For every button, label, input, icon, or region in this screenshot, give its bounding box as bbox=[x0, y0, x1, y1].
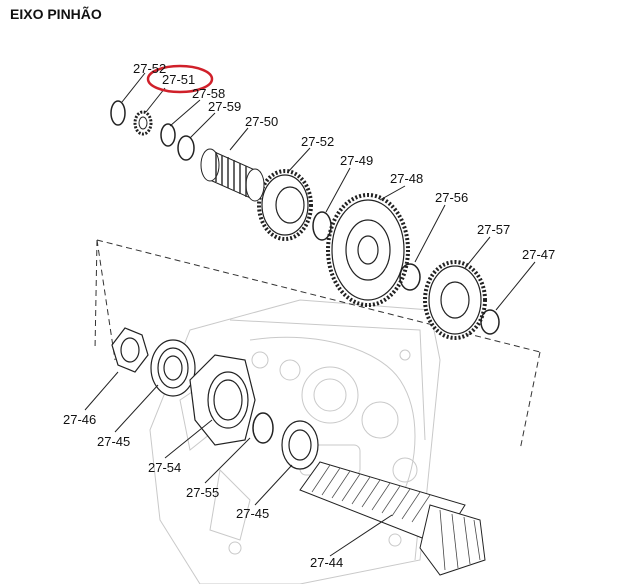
label-27-50: 27-50 bbox=[245, 114, 278, 129]
label-27-51: 27-51 bbox=[162, 72, 195, 87]
needle-bearing-27-50 bbox=[200, 148, 265, 202]
assembly-dashed-frame bbox=[94, 239, 541, 451]
label-27-47: 27-47 bbox=[522, 247, 555, 262]
pinion-shaft bbox=[299, 461, 486, 576]
bearing-27-45-left bbox=[150, 339, 196, 397]
label-27-52: 27-52 bbox=[301, 134, 334, 149]
bearing-housing-27-54 bbox=[189, 354, 256, 446]
label-27-45-left: 27-45 bbox=[97, 434, 130, 449]
label-27-56: 27-56 bbox=[435, 190, 468, 205]
label-27-45-mid: 27-45 bbox=[236, 506, 269, 521]
page-title: EIXO PINHÃO bbox=[10, 6, 102, 22]
label-27-59: 27-59 bbox=[208, 99, 241, 114]
highlight-ring bbox=[146, 64, 214, 94]
label-27-48: 27-48 bbox=[390, 171, 423, 186]
small-gear-27-51 bbox=[133, 110, 153, 136]
label-27-55: 27-55 bbox=[186, 485, 219, 500]
label-27-58: 27-58 bbox=[192, 86, 225, 101]
nut-27-46 bbox=[111, 327, 149, 373]
label-27-52-top: 27-52 bbox=[133, 61, 166, 76]
label-27-46: 27-46 bbox=[63, 412, 96, 427]
label-27-54: 27-54 bbox=[148, 460, 181, 475]
leader-lines bbox=[84, 72, 536, 557]
gear-27-57 bbox=[423, 260, 487, 340]
gear-27-52 bbox=[257, 169, 313, 241]
gear-27-48 bbox=[326, 193, 410, 307]
snap-rings bbox=[110, 100, 500, 444]
label-27-49: 27-49 bbox=[340, 153, 373, 168]
label-27-44: 27-44 bbox=[310, 555, 343, 570]
bearing-27-45-mid bbox=[281, 420, 319, 470]
label-27-57: 27-57 bbox=[477, 222, 510, 237]
